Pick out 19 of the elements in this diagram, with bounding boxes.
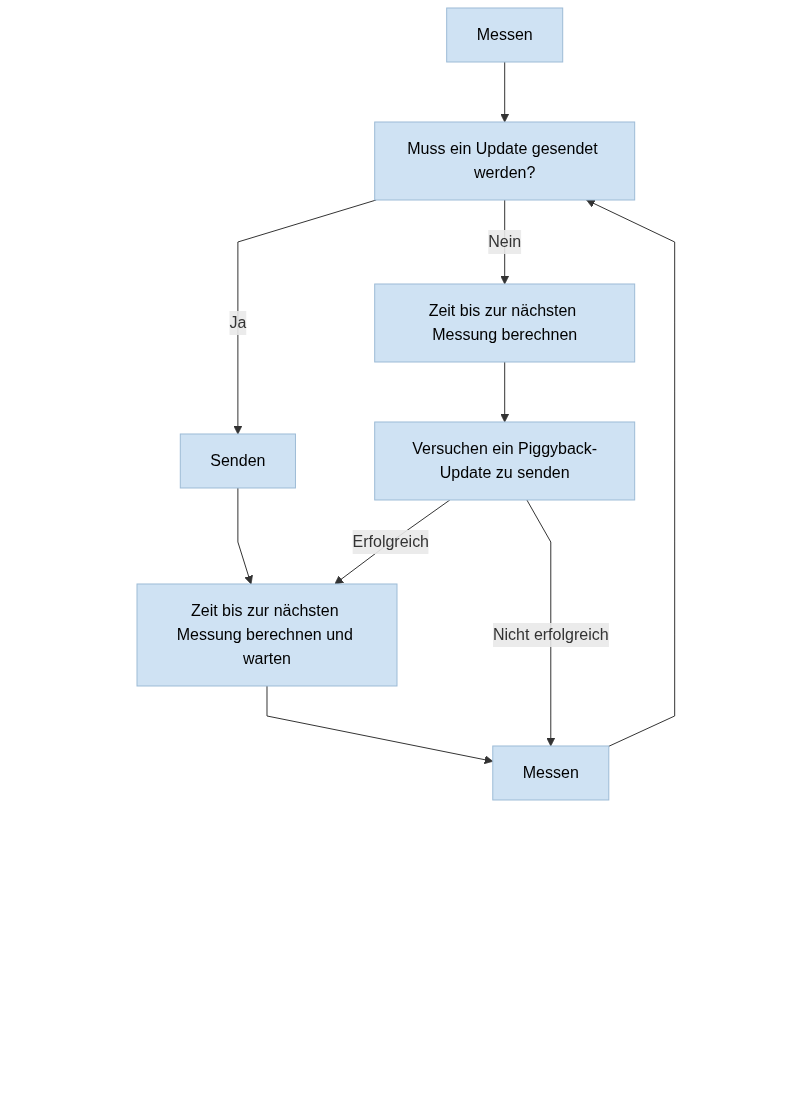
node-box: Zeit bis zur nächsten Messung berechnen und warten (136, 583, 398, 687)
node-box: Senden (179, 433, 296, 489)
arrow (585, 199, 675, 747)
arrow (499, 61, 509, 123)
arrow (237, 487, 253, 585)
edge-label: Nicht erfolgreich (492, 625, 609, 643)
node-box: Messen (445, 7, 563, 63)
node-box: Versuchen ein Piggyback-Update zu senden (373, 421, 635, 501)
arrow (233, 199, 377, 435)
arrow (334, 499, 450, 585)
node-box: Zeit bis zur nächsten Messung berechnen (373, 283, 635, 363)
arrow (526, 499, 555, 747)
node-box: Messen (491, 745, 609, 801)
edge-label: Erfolgreich (352, 532, 429, 550)
arrow (499, 361, 509, 423)
node-box: Muss ein Update gesendet werden? (373, 121, 635, 201)
edge-label: Ja (229, 313, 246, 331)
edge-label: Nein (487, 233, 521, 250)
arrow (266, 685, 493, 765)
